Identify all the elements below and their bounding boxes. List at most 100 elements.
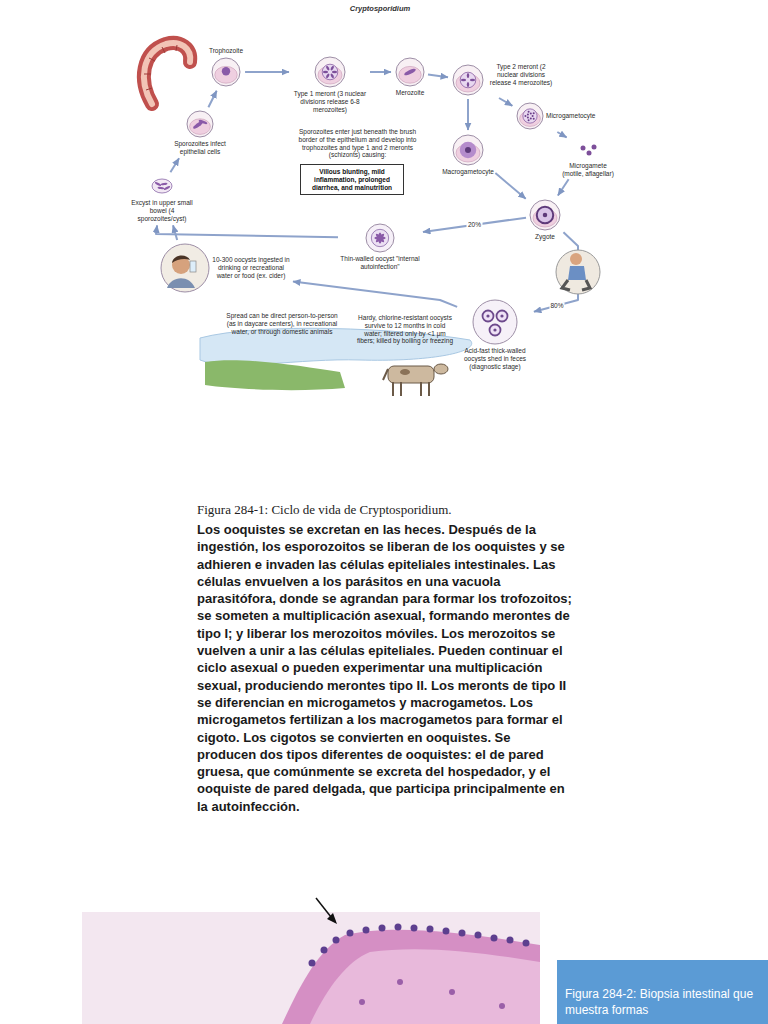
parasite xyxy=(460,72,476,88)
stage-label: Type 2 meront (2 nuclear divisions relea… xyxy=(486,63,556,86)
cow-spot xyxy=(400,369,410,375)
intestine-lumen xyxy=(144,43,190,104)
oocyst-wall xyxy=(490,325,501,336)
merozoite-shape xyxy=(467,73,469,78)
stage-label: Microgametocyte xyxy=(546,112,596,120)
merozoite-shape xyxy=(332,71,337,73)
host-cell xyxy=(215,66,237,83)
oocyst-wall xyxy=(483,311,494,322)
meront-stage: Type 1 meront (3 nuclear divisions relea… xyxy=(292,55,368,113)
stage-label: Excyst in upper small bowel (4 sporozoit… xyxy=(131,199,193,222)
cow-illustration xyxy=(383,364,448,396)
cycle-arrow xyxy=(423,218,526,232)
microgamete-dot xyxy=(530,117,532,119)
stage-picture xyxy=(185,109,215,139)
cycle-arrow xyxy=(467,99,469,130)
environment-note: Hardy, chlorine-resistant oocysts surviv… xyxy=(355,314,455,345)
microgamete-dot xyxy=(524,115,526,117)
microgamete-dot xyxy=(533,112,535,114)
stage-drawing xyxy=(152,179,172,193)
parasite-dot xyxy=(427,926,434,933)
merozoite-shape xyxy=(325,65,330,71)
figure-label: Figura 284-2: Biopsia intestinal que mue… xyxy=(565,986,760,1018)
stage-picture xyxy=(451,133,485,167)
oocyst-wall xyxy=(497,311,508,322)
cycle-arrow xyxy=(293,282,457,307)
cycle-arrow xyxy=(370,71,391,73)
sporozoite-shape xyxy=(163,185,170,190)
transmission-note: Spread can be direct person-to-person (a… xyxy=(222,312,342,335)
zygote-stage: Zygote xyxy=(528,198,562,241)
stage-circle xyxy=(473,300,517,344)
meront-stage: Type 2 meront (2 nuclear divisions relea… xyxy=(451,63,556,97)
cow-head xyxy=(434,364,448,374)
parasite-dot xyxy=(333,937,340,944)
stage-picture xyxy=(451,63,485,97)
parasite xyxy=(460,142,477,159)
microgamete-dot xyxy=(532,115,534,117)
microgamete-dot xyxy=(528,111,530,113)
percentage-label: 20% xyxy=(467,221,482,228)
child-shirt xyxy=(568,266,586,280)
child-illustration xyxy=(556,250,600,294)
stage-label: 10-300 oocysts ingested in drinking or r… xyxy=(212,256,290,279)
figure-caption: Figura 284-1: Ciclo de vida de Cryptospo… xyxy=(197,502,573,517)
person-hair xyxy=(172,255,190,263)
stage-picture xyxy=(159,242,211,294)
cycle-arrow xyxy=(208,91,216,108)
microgamete-dot xyxy=(587,151,592,156)
intestine-folds xyxy=(144,45,177,90)
histology-image xyxy=(82,898,540,1024)
stage-label: Zygote xyxy=(535,233,555,241)
microgamete-dot xyxy=(592,145,597,150)
percentage-label: 80% xyxy=(550,302,565,309)
stage-label: Type 1 meront (3 nuclear divisions relea… xyxy=(292,90,368,113)
sporozoite-shape xyxy=(160,182,167,185)
diagram-title: Cryptosporidium xyxy=(330,4,430,13)
merozoite-shape xyxy=(470,79,475,81)
host-cell xyxy=(520,111,541,127)
sporozoite-shape xyxy=(375,233,385,243)
cycle-arrow xyxy=(557,132,566,137)
stage-picture xyxy=(515,101,545,131)
excystation-stage: Excyst in upper small bowel (4 sporozoit… xyxy=(131,174,193,222)
tissue-nucleus xyxy=(359,999,365,1005)
parasite-dot xyxy=(459,930,466,937)
sporozoite-shape xyxy=(375,233,385,243)
oocyst-core xyxy=(486,314,489,317)
stage-drawing xyxy=(517,103,543,129)
stage-drawing xyxy=(581,145,597,156)
stage-drawing xyxy=(473,300,517,344)
parasite xyxy=(523,109,537,123)
cycle-arrow xyxy=(499,98,512,106)
stage-picture xyxy=(394,56,426,88)
stage-picture xyxy=(364,222,396,254)
cycle-arrow xyxy=(558,179,569,195)
macrogametocyte-stage: Macrogametocyte xyxy=(442,133,494,176)
person-head xyxy=(172,256,190,274)
child-circle xyxy=(556,250,600,294)
cycle-arrow xyxy=(495,173,525,199)
stage-circle xyxy=(396,58,424,86)
oocyst-core xyxy=(493,328,496,331)
host-cell xyxy=(190,119,211,135)
merozoite-shape xyxy=(330,65,335,71)
tissue-edge xyxy=(282,930,540,1024)
parasite-dot xyxy=(379,925,386,932)
effects-box: Villous blunting, mild inflammation, pro… xyxy=(300,164,404,195)
tissue-nuclei xyxy=(359,979,505,1009)
tissue-nucleus xyxy=(397,979,403,985)
merozoite-shape xyxy=(461,79,466,81)
ingestion-stage: 10-300 oocysts ingested in drinking or r… xyxy=(159,242,290,294)
oocyst-wall xyxy=(371,229,388,246)
stage-circle xyxy=(315,57,345,87)
stage-label: Sporozoites infect epithelial cells xyxy=(167,140,233,156)
stage-drawing xyxy=(453,135,483,165)
stage-drawing xyxy=(366,224,394,252)
stage-label: Trophozoite xyxy=(209,47,243,55)
stage-circle xyxy=(366,224,394,252)
microgamete-dot xyxy=(527,113,529,115)
stage-circle xyxy=(453,65,483,95)
parasite-dot xyxy=(523,940,530,947)
parasite-dot xyxy=(411,925,418,932)
